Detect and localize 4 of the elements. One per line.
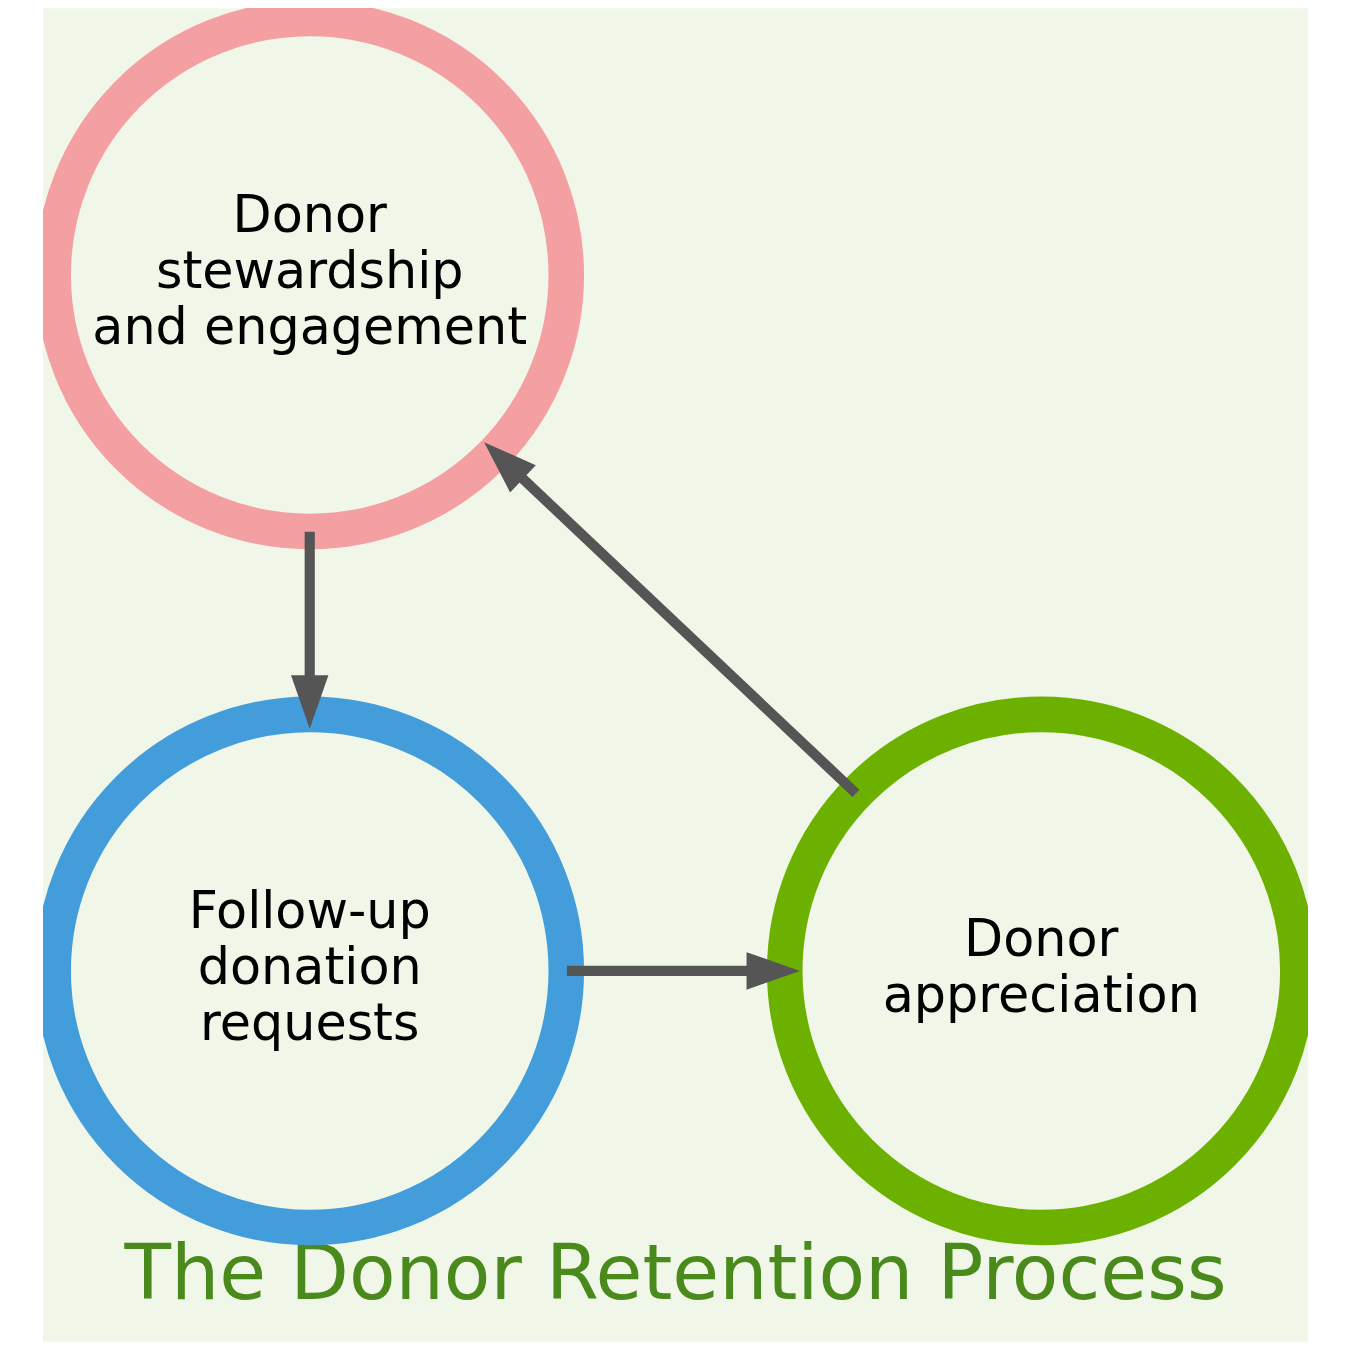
arrow bbox=[483, 442, 859, 797]
node-circle: Donor stewardship and engagement bbox=[42, 8, 584, 550]
arrow bbox=[566, 952, 800, 990]
arrow bbox=[290, 531, 328, 729]
